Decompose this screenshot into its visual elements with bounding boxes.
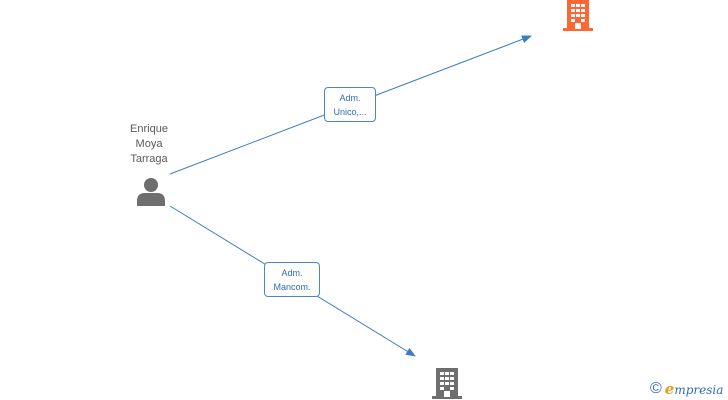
edge-label-line-1: Adm. [281, 268, 303, 278]
person-icon[interactable] [135, 176, 167, 208]
brand-text: mpresia [674, 382, 724, 397]
person-name[interactable]: Enrique Moya Tarraga [113, 122, 185, 167]
edge-label-company-top[interactable]: Adm. Unico,... [324, 87, 376, 122]
brand-initial: e [664, 379, 675, 398]
copyright-icon: © [650, 380, 662, 397]
edge-label-line-2: Unico,... [333, 107, 367, 117]
building-icon[interactable] [429, 364, 465, 400]
person-name-line-3: Tarraga [130, 153, 168, 165]
person-name-line-1: Enrique [130, 123, 168, 135]
edge-label-line-2: Mancom. [273, 282, 311, 292]
person-name-line-2: Moya [135, 138, 163, 150]
building-icon[interactable] [560, 0, 596, 32]
watermark: © empresia [650, 380, 723, 398]
brand-logo: empresia [665, 380, 724, 399]
edge-label-line-1: Adm. [339, 93, 361, 103]
edge-label-company-bottom[interactable]: Adm. Mancom. [264, 262, 320, 297]
